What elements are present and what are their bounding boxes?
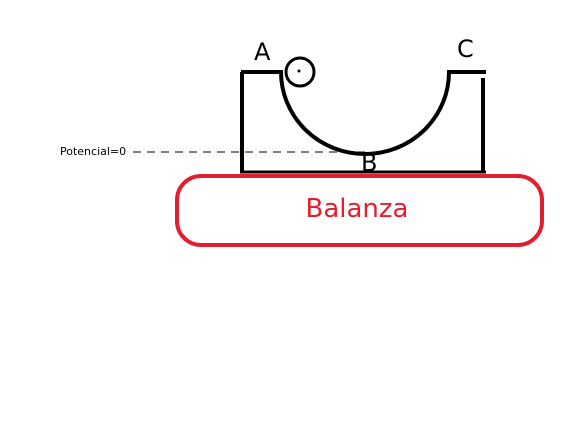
point-c-label: C xyxy=(457,35,474,63)
ball-center-dot xyxy=(297,69,301,73)
point-a-label: A xyxy=(254,38,271,66)
balance-body xyxy=(175,174,544,247)
balance-label: Balanza xyxy=(306,194,409,224)
semicircular-track xyxy=(279,71,451,156)
potential-zero-label: Potencial=0 xyxy=(60,145,126,158)
point-b-label: B xyxy=(361,149,377,177)
